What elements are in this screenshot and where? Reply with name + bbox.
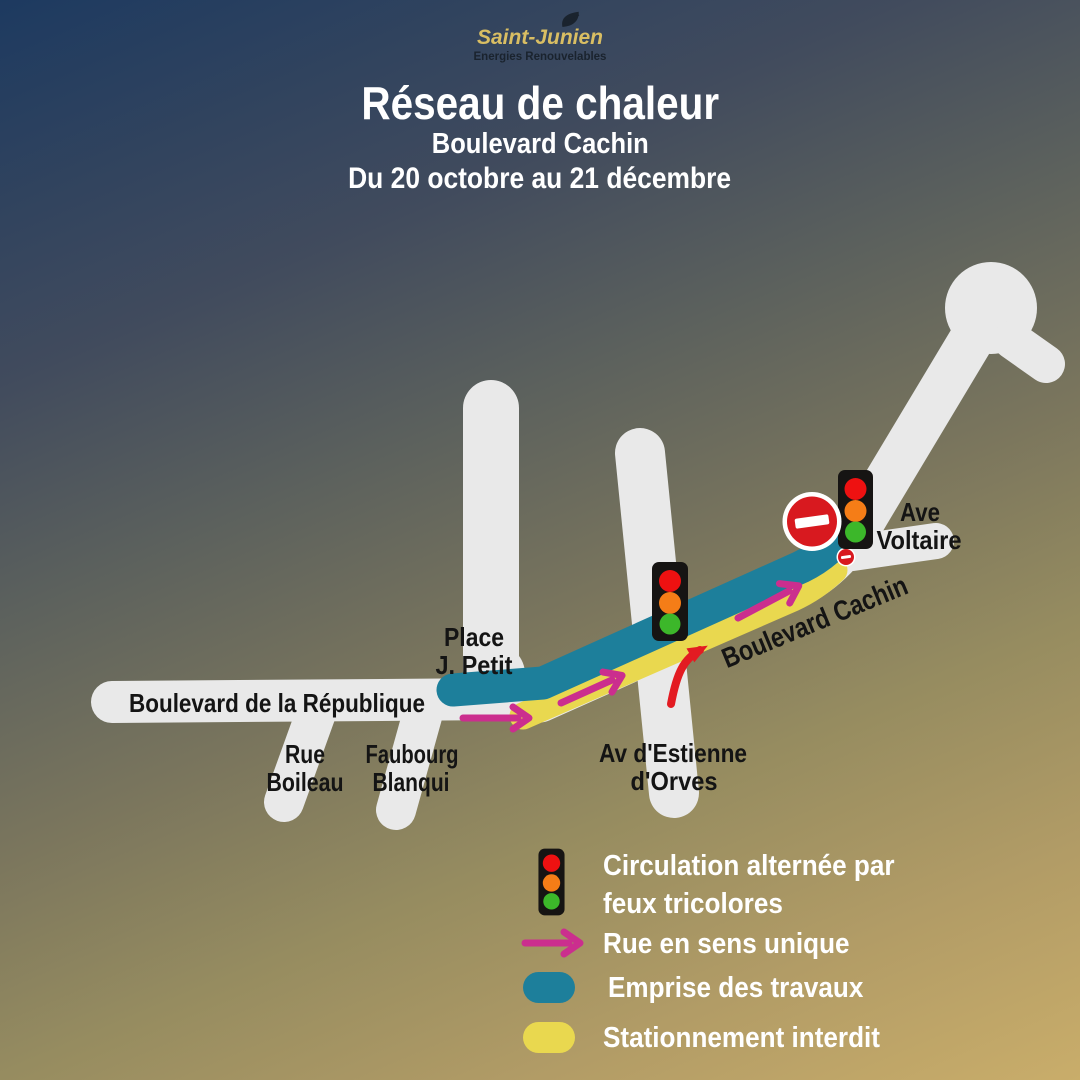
orange-light [659,592,681,614]
one-way-arrows [459,580,803,733]
green-light [543,893,560,910]
traffic-light-icon [652,562,688,641]
green-light [659,613,681,635]
label-boileau: Rue [285,739,325,769]
one-way-arrow-2 [557,668,626,707]
leaf-icon [562,11,580,27]
legend-label-works: Emprise des travaux [608,972,864,1004]
roundabout-stub [993,321,1065,383]
green-light [845,521,866,543]
red-light [542,854,561,872]
one-way-arrow-icon [521,928,584,958]
orange-light [844,500,867,522]
no-entry-sign-icon [782,492,842,551]
turn-arrow [667,645,708,708]
works-zone-swatch [523,972,575,1003]
label-place-petit: J. Petit [436,650,513,680]
red-light [659,570,681,592]
road-boileau [264,682,340,822]
orange-light [542,874,561,892]
label-blanqui: Blanqui [373,767,450,797]
label-boileau: Boileau [267,767,344,797]
label-blanqui: Faubourg [366,739,459,769]
one-way-arrow-3 [734,580,803,622]
label-place-petit: Place [444,622,504,652]
traffic-light-icon [838,470,873,549]
no-parking-swatch [523,1022,575,1053]
label-estienne: Av d'Estienne [599,738,747,768]
red-light [844,478,867,500]
label-estienne: d'Orves [631,766,718,796]
page-subtitle: Boulevard Cachin [431,128,649,160]
date-range: Du 20 octobre au 21 décembre [348,162,732,195]
road-voltaire [834,523,954,571]
logo: Saint-Junien Energies Renouvelables [410,10,670,70]
traffic-light-icon [538,848,565,916]
logo-tagline: Energies Renouvelables [473,51,607,63]
legend-label-one-way: Rue en sens unique [603,928,850,960]
legend-label-no-parking: Stationnement interdit [603,1022,880,1054]
page-title: Réseau de chaleur [361,77,719,129]
label-republique: Boulevard de la République [129,688,425,718]
small-no-entry-sign [836,547,856,567]
logo-name: Saint-Junien [476,26,603,49]
legend-label-traffic: Circulation alternée par feux tricolores [603,850,895,920]
label-voltaire: Voltaire [877,525,962,555]
label-voltaire: Ave [900,497,940,527]
road-blanqui [376,682,446,830]
